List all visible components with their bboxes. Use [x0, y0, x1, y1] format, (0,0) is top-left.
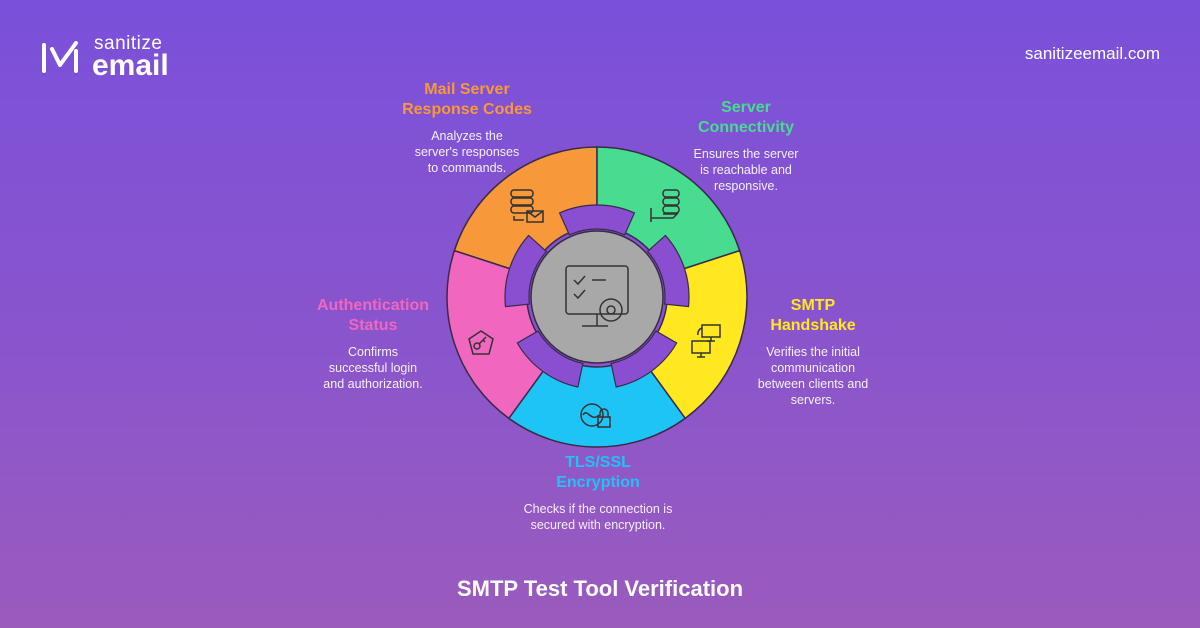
label-smtp-handshake: SMTP Handshake Verifies the initial comm… — [718, 296, 908, 408]
desc-line: server's responses — [414, 145, 520, 159]
desc-line: successful login — [328, 361, 418, 375]
desc-line: responsive. — [714, 179, 778, 193]
center-hub — [530, 230, 664, 364]
footer-title: SMTP Test Tool Verification — [456, 576, 744, 601]
desc-line: Confirms — [347, 345, 398, 359]
desc-line: Analyzes the — [431, 129, 503, 143]
desc-line: servers. — [790, 393, 836, 407]
desc-line: Ensures the server — [693, 147, 799, 161]
label-authentication-status: Authentication Status Confirms successfu… — [278, 296, 468, 392]
title-line: Handshake — [770, 317, 856, 334]
title-line: Mail Server — [424, 81, 510, 98]
server-hand-icon — [650, 189, 680, 222]
desc-line: and authorization. — [323, 377, 423, 391]
desc-line: is reachable and — [700, 163, 792, 177]
logo-m-icon — [42, 40, 78, 73]
label-tls-ssl: TLS/SSL Encryption Checks if the connect… — [478, 453, 718, 533]
title-line: Server — [721, 99, 771, 116]
title-line: TLS/SSL — [565, 454, 631, 471]
title-line: SMTP — [790, 297, 836, 314]
inner-ring-notch — [646, 234, 690, 308]
inner-ring-notch — [610, 330, 678, 388]
desc-line: secured with encryption. — [530, 518, 666, 532]
encryption-lock-icon — [580, 403, 611, 428]
desc-line: Verifies the initial — [766, 345, 860, 359]
title-line: Response Codes — [402, 101, 532, 118]
inner-ring-notch — [516, 330, 584, 388]
inner-ring-notch — [504, 234, 548, 308]
desc-line: communication — [770, 361, 856, 375]
inner-ring-notch — [558, 204, 636, 236]
title-line: Authentication — [317, 297, 429, 314]
server-mail-icon — [510, 189, 544, 223]
title-line: Connectivity — [697, 119, 794, 136]
site-url[interactable]: sanitizeemail.com — [1024, 44, 1160, 63]
title-line: Encryption — [556, 474, 640, 491]
monitor-checklist-gear-icon — [565, 265, 629, 327]
desc-line: between clients and — [757, 377, 869, 391]
desc-line: Checks if the connection is — [523, 502, 673, 516]
title-line: Status — [348, 317, 398, 334]
logo-text-top: sanitize — [94, 33, 163, 54]
desc-line: to commands. — [427, 161, 507, 175]
label-server-connectivity: Server Connectivity Ensures the server i… — [651, 98, 841, 194]
key-icon — [468, 330, 494, 355]
brand-logo: sanitize email — [40, 34, 169, 81]
logo-text-bottom: email — [92, 49, 169, 82]
label-mail-server: Mail Server Response Codes Analyzes the … — [372, 80, 562, 176]
monitors-exchange-icon — [691, 324, 721, 358]
